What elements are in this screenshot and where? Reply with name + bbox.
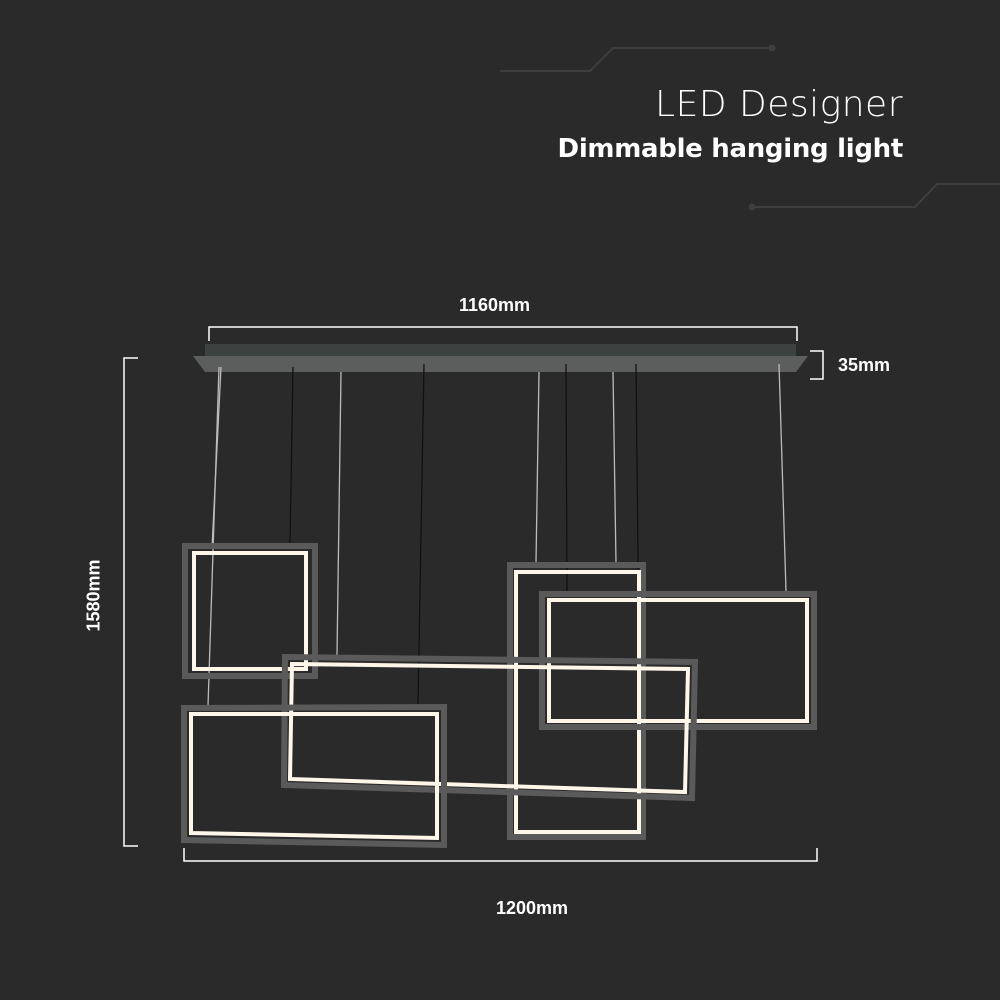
light-frames xyxy=(181,543,817,849)
page-title: LED Designer xyxy=(655,84,903,125)
page-subtitle: Dimmable hanging light xyxy=(557,134,904,164)
total-width-label: 1200mm xyxy=(496,898,569,918)
decorative-lines xyxy=(500,44,1000,211)
canopy-width-label: 1160mm xyxy=(459,295,531,315)
total-height-label: 1580mm xyxy=(83,559,104,632)
dimension-lines xyxy=(123,326,824,862)
suspension-cables xyxy=(207,363,787,707)
canopy-height-label: 35mm xyxy=(838,355,891,375)
canopy xyxy=(193,344,808,372)
